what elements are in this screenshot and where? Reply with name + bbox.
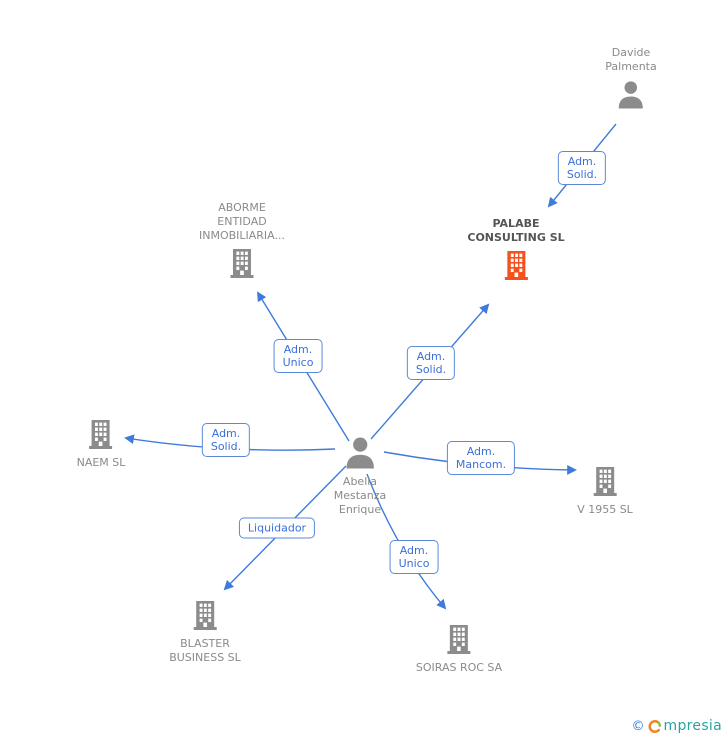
node-blaster-business[interactable]: BLASTER BUSINESS SL — [169, 601, 241, 665]
node-soiras-roc[interactable]: SOIRAS ROC SA — [416, 625, 502, 675]
node-label: V 1955 SL — [577, 503, 633, 516]
node-label: ABORME ENTIDAD INMOBILIARIA... — [198, 201, 286, 242]
empresia-watermark[interactable]: © mpresia — [632, 718, 722, 734]
node-label: SOIRAS ROC SA — [415, 661, 503, 674]
edge-label-adm-unico-abella-aborme: Adm. Unico — [273, 339, 323, 373]
node-label: PALABE CONSULTING SL — [467, 217, 565, 244]
node-label: BLASTER BUSINESS SL — [169, 637, 241, 664]
node-palabe-consulting[interactable]: PALABE CONSULTING SL — [467, 217, 565, 281]
node-v1955[interactable]: V 1955 SL — [577, 467, 633, 517]
building-icon — [230, 249, 254, 278]
building-icon — [193, 601, 217, 630]
edge-label-adm-mancom-abella-v1955: Adm. Mancom. — [446, 441, 516, 475]
node-naem[interactable]: NAEM SL — [76, 420, 126, 470]
building-icon — [89, 420, 113, 449]
person-icon — [346, 437, 374, 469]
building-icon — [447, 625, 471, 654]
building-icon — [504, 251, 528, 280]
edge-label-adm-unico-abella-soiras: Adm. Unico — [389, 540, 439, 574]
edge-label-adm-solid-abella-naem: Adm. Solid. — [201, 423, 251, 457]
edge-label-adm-solid-davide-palabe: Adm. Solid. — [557, 151, 607, 185]
empresia-logo-icon — [648, 719, 661, 733]
person-icon — [618, 81, 644, 109]
brand-text: mpresia — [663, 718, 722, 734]
node-label: Davide Palmenta — [605, 46, 657, 73]
copyright-symbol: © — [631, 718, 645, 734]
node-label: Abella Mestanza Enrique — [333, 475, 387, 516]
node-aborme[interactable]: ABORME ENTIDAD INMOBILIARIA... — [199, 201, 285, 279]
edge-label-adm-solid-abella-palabe: Adm. Solid. — [406, 346, 456, 380]
node-davide-palmenta[interactable]: Davide Palmenta — [605, 46, 657, 109]
edge-label-liquidador-abella-blaster: Liquidador — [238, 517, 316, 539]
node-abella-mestanza[interactable]: Abella Mestanza Enrique — [333, 436, 387, 517]
building-icon — [593, 467, 617, 496]
node-label: NAEM SL — [76, 456, 126, 469]
